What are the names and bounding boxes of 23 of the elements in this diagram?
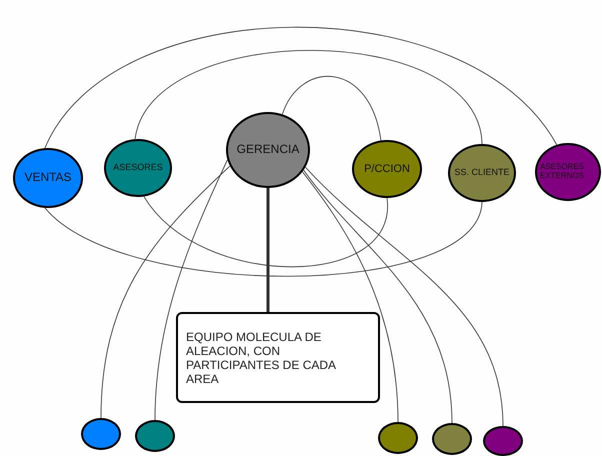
connector-line <box>303 170 452 424</box>
department-label: ASESORES <box>112 163 164 173</box>
department-label: ASESORES EXTERNOS <box>539 163 586 181</box>
team-circle <box>483 426 523 456</box>
team-circle <box>81 418 121 450</box>
department-label: P/CCION <box>363 162 411 176</box>
note-box <box>176 312 380 403</box>
connector-line <box>282 76 382 141</box>
connector-line <box>44 202 482 277</box>
connector-line <box>44 26 558 149</box>
team-circle <box>135 420 175 452</box>
department-label: GERENCIA <box>236 143 300 157</box>
connector-line <box>154 159 228 420</box>
department-label: VENTAS <box>23 171 73 185</box>
team-circle <box>432 423 472 455</box>
department-label: SS. CLIENTE <box>453 168 510 178</box>
team-circle <box>378 422 418 454</box>
connector-line <box>144 196 388 268</box>
connector-line <box>266 188 270 312</box>
note-text: EQUIPO MOLECULA DE ALEACION, CON PARTICIPANTES DE CADA AREA <box>186 330 337 386</box>
connector-line <box>302 171 398 422</box>
connector-line <box>134 50 482 144</box>
connector-line <box>100 166 230 418</box>
